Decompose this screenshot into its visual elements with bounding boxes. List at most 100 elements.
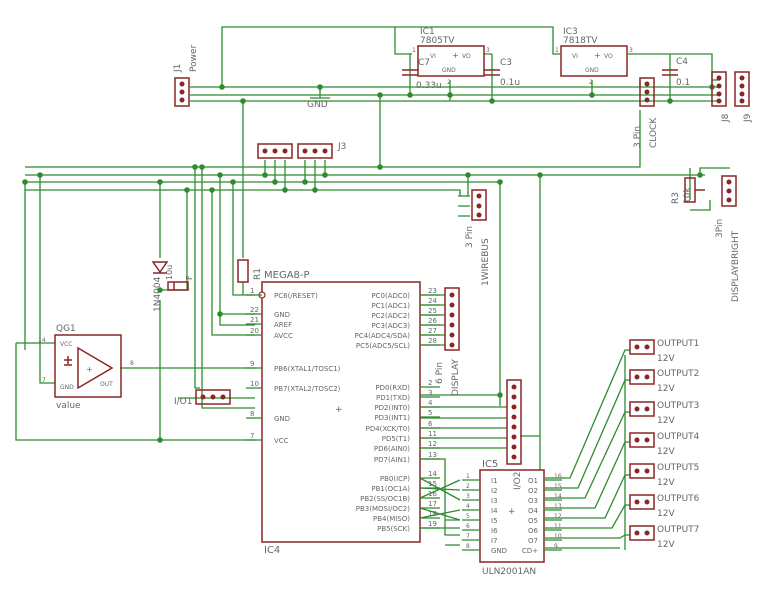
output-value: 12V <box>657 384 675 394</box>
svg-text:0.33u: 0.33u <box>416 81 442 91</box>
svg-text:3: 3 <box>629 47 633 54</box>
ic4-pin-label: PD6(AIN0) <box>374 445 410 453</box>
output-connector-body <box>629 339 655 355</box>
output-name: OUTPUT2 <box>657 369 699 379</box>
svg-text:IC5: IC5 <box>482 459 498 470</box>
uln-pin-number: 3 <box>466 493 470 500</box>
uln-pin-label: O4 <box>528 507 539 515</box>
svg-text:GND: GND <box>60 384 74 391</box>
svg-text:VO: VO <box>604 53 613 60</box>
output-pin <box>644 374 650 380</box>
uln-pin-number: 8 <box>466 543 470 550</box>
svg-text:ULN2001AN: ULN2001AN <box>482 567 536 577</box>
ic1-regulator: IC1 7805TV VI VO GND 1 3 2 + <box>412 27 490 86</box>
uln-pin-number: 4 <box>466 503 470 510</box>
svg-text:0.1: 0.1 <box>676 78 690 88</box>
ic4-pin-label: PD7(AIN1) <box>374 456 410 464</box>
output-pin <box>634 499 640 505</box>
uln-pin-number: 15 <box>554 483 562 490</box>
output-value: 12V <box>657 447 675 457</box>
ic4-pin-number: 25 <box>428 307 437 315</box>
ic4-pin-number: 4 <box>428 399 433 407</box>
svg-text:VI: VI <box>430 53 436 60</box>
output-value: 12V <box>657 416 675 426</box>
output-connector-2: OUTPUT2 12V <box>629 369 699 394</box>
ic4-pin-label: AVCC <box>274 332 293 340</box>
svg-text:8: 8 <box>130 360 134 367</box>
svg-text:QG1: QG1 <box>56 324 76 334</box>
svg-text:J9: J9 <box>743 113 753 123</box>
ic4-pin-number: 19 <box>428 520 437 528</box>
output-pin <box>634 344 640 350</box>
ic4-pin-label: GND <box>274 415 290 423</box>
ic3-regulator: IC3 7818TV VI VO GND 1 3 2 + <box>555 27 633 86</box>
ic4-pin-number: 28 <box>428 337 437 345</box>
svg-text:3 Pin: 3 Pin <box>633 126 643 148</box>
output-connector-body <box>629 525 655 541</box>
ic4-pin-number: 21 <box>250 316 259 324</box>
ic4-pin-label: PB6(XTAL1/TOSC1) <box>274 365 341 373</box>
svg-text:+: + <box>508 507 516 517</box>
svg-text:VO: VO <box>462 53 471 60</box>
svg-text:3Pin: 3Pin <box>715 219 725 238</box>
uln-pin-number: 16 <box>554 473 562 480</box>
r3-trimmer: R3 10k <box>671 177 705 204</box>
j9-connector: J9 <box>734 71 753 123</box>
uln-pin-number: 1 <box>466 473 470 480</box>
uln-pin-number: 11 <box>554 523 562 530</box>
uln-pin-label: O3 <box>528 497 538 505</box>
ic4-pin-number: 2 <box>428 379 432 387</box>
ic4-pin-label: PC5(ADC5/SCL) <box>356 342 410 350</box>
output-pin <box>634 530 640 536</box>
ic4-pin-label: PC4(ADC4/SDA) <box>355 332 411 340</box>
ic4-pin-number: 26 <box>428 317 437 325</box>
j1-value: Power <box>189 44 199 72</box>
svg-text:1: 1 <box>412 47 416 54</box>
uln-pin-label: I5 <box>491 517 498 525</box>
uln-pin-number: 2 <box>466 483 470 490</box>
output-value: 12V <box>657 478 675 488</box>
uln-pin-number: 7 <box>466 533 470 540</box>
svg-text:VCC: VCC <box>60 341 72 348</box>
svg-text:J8: J8 <box>721 113 731 123</box>
ic4-pin-number: 12 <box>428 440 437 448</box>
svg-text:+: + <box>86 365 93 374</box>
ic4-pin-label: PB3(MOSI/OC2) <box>356 505 410 513</box>
ic4-pin-number: 7 <box>250 432 254 440</box>
svg-text:MEGA8-P: MEGA8-P <box>264 270 310 281</box>
ic4-pin-number: 15 <box>428 480 437 488</box>
ic4-pin-number: 22 <box>250 306 259 314</box>
io2-connector: I/O2 <box>506 379 523 490</box>
ic4-pin-number: 18 <box>428 510 437 518</box>
svg-text:I/O1: I/O1 <box>174 397 193 407</box>
svg-text:VI: VI <box>572 53 578 60</box>
svg-text:C4: C4 <box>676 57 688 67</box>
uln-pin-label: I1 <box>491 477 498 485</box>
j-connector <box>257 143 293 159</box>
svg-text:14: 14 <box>38 337 46 344</box>
output-connector-body <box>629 401 655 417</box>
svg-text:IC4: IC4 <box>264 545 280 556</box>
output-pin <box>644 499 650 505</box>
ic4-pin-label: PD3(INT1) <box>374 414 410 422</box>
ic4-pin-number: 9 <box>250 360 254 368</box>
ic4-left-pins: 1PC6(/RESET)22GND21AREF20AVCC9PB6(XTAL1/… <box>246 287 341 445</box>
svg-text:CLOCK: CLOCK <box>649 117 659 148</box>
svg-text:IC3: IC3 <box>563 27 578 37</box>
svg-text:C7: C7 <box>418 58 430 68</box>
output-name: OUTPUT1 <box>657 339 699 349</box>
svg-text:+: + <box>452 51 459 60</box>
svg-text:IC1: IC1 <box>420 27 435 37</box>
gnd-label: GND <box>307 100 328 110</box>
ic4-pin-number: 6 <box>428 420 433 428</box>
output-pin <box>634 374 640 380</box>
svg-text:+: + <box>335 405 343 415</box>
svg-text:R3: R3 <box>671 192 681 204</box>
svg-text:DISPLAYBRIGHT: DISPLAYBRIGHT <box>731 230 741 302</box>
output-value: 12V <box>657 509 675 519</box>
output-connector-body <box>629 432 655 448</box>
